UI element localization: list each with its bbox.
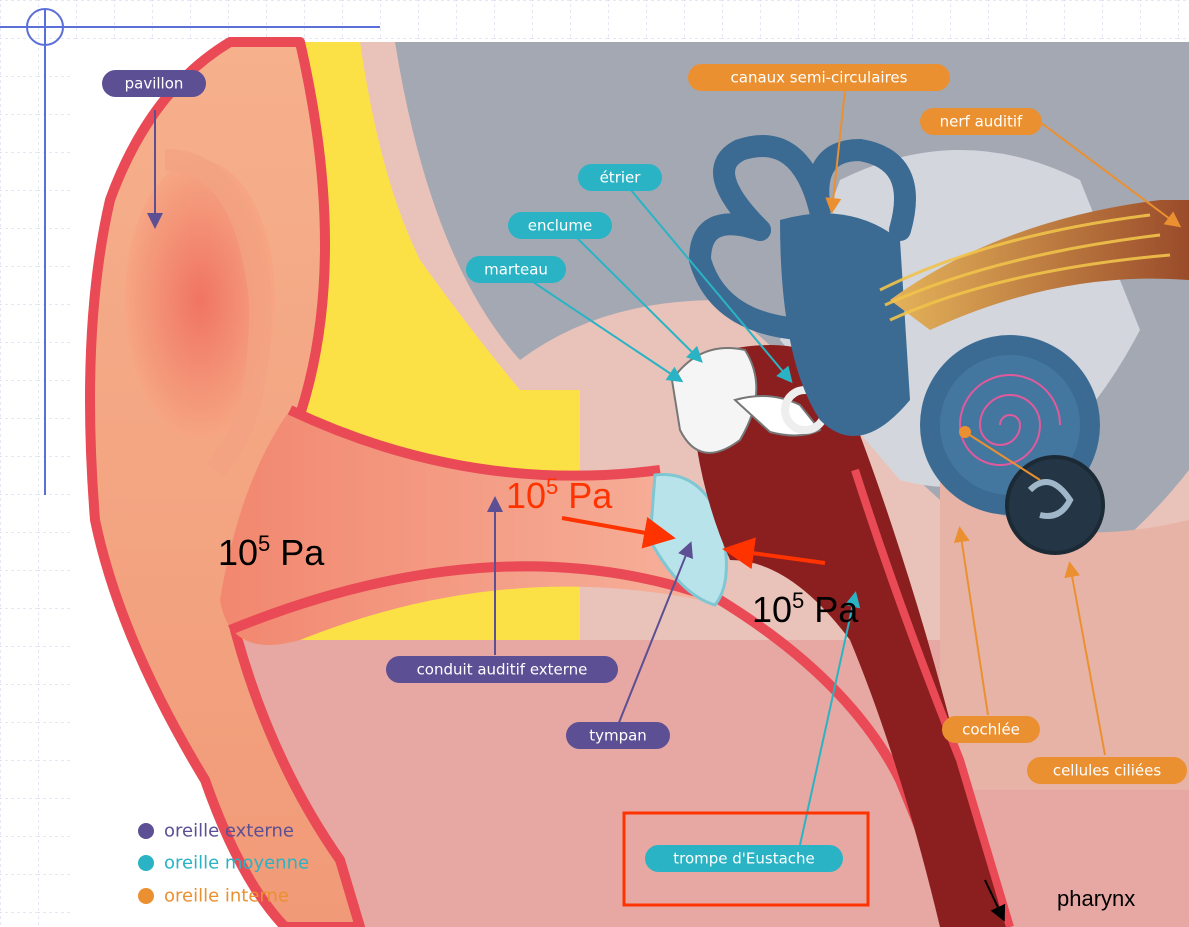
label-etrier: étrier [578,164,662,191]
svg-text:pavillon: pavillon [125,75,184,93]
svg-text:cellules ciliées: cellules ciliées [1053,762,1162,780]
label-nerf-auditif: nerf auditif [920,108,1042,135]
pharynx-label: pharynx [1057,886,1135,911]
svg-text:conduit auditif externe: conduit auditif externe [417,661,588,679]
label-cellules-ciliees: cellules ciliées [1027,757,1187,784]
svg-text:tympan: tympan [589,727,647,745]
label-enclume: enclume [508,212,612,239]
legend: oreille externe oreille moyenne oreille … [138,821,309,907]
label-tympan: tympan [566,722,670,749]
label-pavillon: pavillon [102,70,206,97]
svg-text:cochlée: cochlée [962,721,1020,739]
pressure-label-middle-ear: 105 Pa [752,588,859,630]
label-cochlee: cochlée [942,716,1040,743]
svg-text:oreille interne: oreille interne [164,886,289,907]
svg-text:marteau: marteau [484,261,548,279]
label-conduit-auditif-externe: conduit auditif externe [386,656,618,683]
svg-text:oreille moyenne: oreille moyenne [164,853,309,874]
pressure-label-outer: 105 Pa [218,531,325,573]
label-canaux-semi-circulaires: canaux semi-circulaires [688,64,950,91]
pressure-label-canal: 105 Pa [506,474,613,516]
svg-text:oreille externe: oreille externe [164,821,294,842]
svg-text:canaux semi-circulaires: canaux semi-circulaires [731,69,908,87]
label-marteau: marteau [466,256,566,283]
label-trompe-eustache: trompe d'Eustache [645,845,843,872]
legend-item-middle-ear: oreille moyenne [138,853,309,874]
svg-text:nerf auditif: nerf auditif [940,113,1023,131]
svg-text:enclume: enclume [528,217,593,235]
hair-cells-inset [1007,457,1103,553]
svg-text:trompe d'Eustache: trompe d'Eustache [673,850,815,868]
svg-text:étrier: étrier [600,169,642,187]
